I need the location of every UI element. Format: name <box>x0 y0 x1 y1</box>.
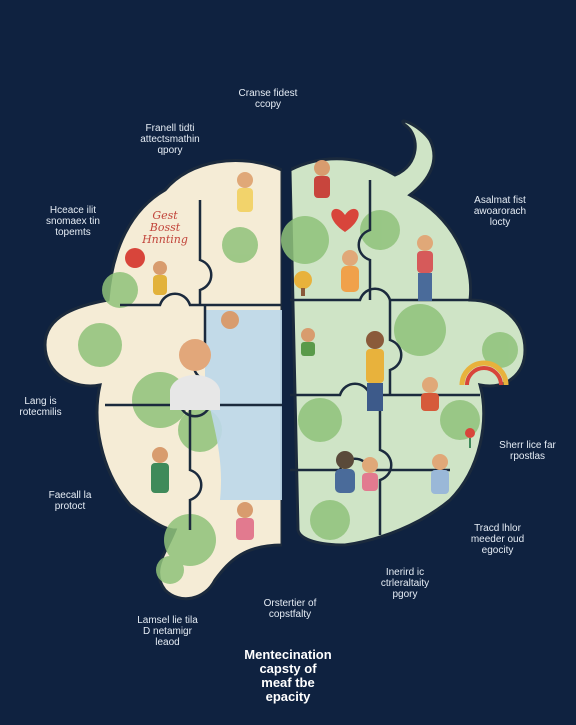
label-right-middle: Sherr lice far rpostlas <box>499 440 556 462</box>
person-figure <box>341 250 359 292</box>
person-figure <box>421 377 439 411</box>
person-figure <box>153 261 167 295</box>
person-figure <box>366 331 384 411</box>
person-figure <box>314 160 330 198</box>
person-figure <box>417 235 433 301</box>
label-left-lower: Faecall la protoct <box>48 490 92 512</box>
label-right-upper: Asalmat fist awoarorach locty <box>473 195 527 228</box>
person-figure <box>236 502 254 540</box>
label-left-middle: Lang is rotecmilis <box>19 396 62 418</box>
people-figures <box>151 160 449 540</box>
sun-icon <box>125 248 145 268</box>
person-figure <box>170 339 220 410</box>
heart-icon <box>331 208 359 232</box>
main-caption: Mentecination capsty of meaf tbe epacity <box>244 647 332 704</box>
label-left-upper: Hceace ilit snomaex tin topemts <box>46 205 100 238</box>
person-figure <box>362 457 378 491</box>
person-figure <box>301 328 315 356</box>
label-top-center: Cranse fidest ccopy <box>238 88 298 110</box>
tree-icon <box>294 271 312 296</box>
hemisphere-caption: Gest Bosst Hnnting <box>142 209 188 246</box>
person-figure <box>431 454 449 494</box>
person-figure <box>221 311 239 329</box>
person-figure <box>151 447 169 493</box>
rainbow-icon <box>459 360 509 386</box>
flower-icon <box>465 428 475 448</box>
person-figure <box>237 172 253 212</box>
label-bottom-center: Orstertier of copstfalty <box>263 598 317 620</box>
label-top-left: Franell tidti attectsmathin qpory <box>140 123 200 156</box>
label-right-lower: Tracd lhlor meeder oud egocity <box>470 523 525 556</box>
label-bottom-right: Inerird ic ctrleraltaity pgory <box>380 567 430 600</box>
label-bottom-left: Lamsel lie tila D netamigr leaod <box>137 615 198 648</box>
person-figure <box>335 451 355 493</box>
